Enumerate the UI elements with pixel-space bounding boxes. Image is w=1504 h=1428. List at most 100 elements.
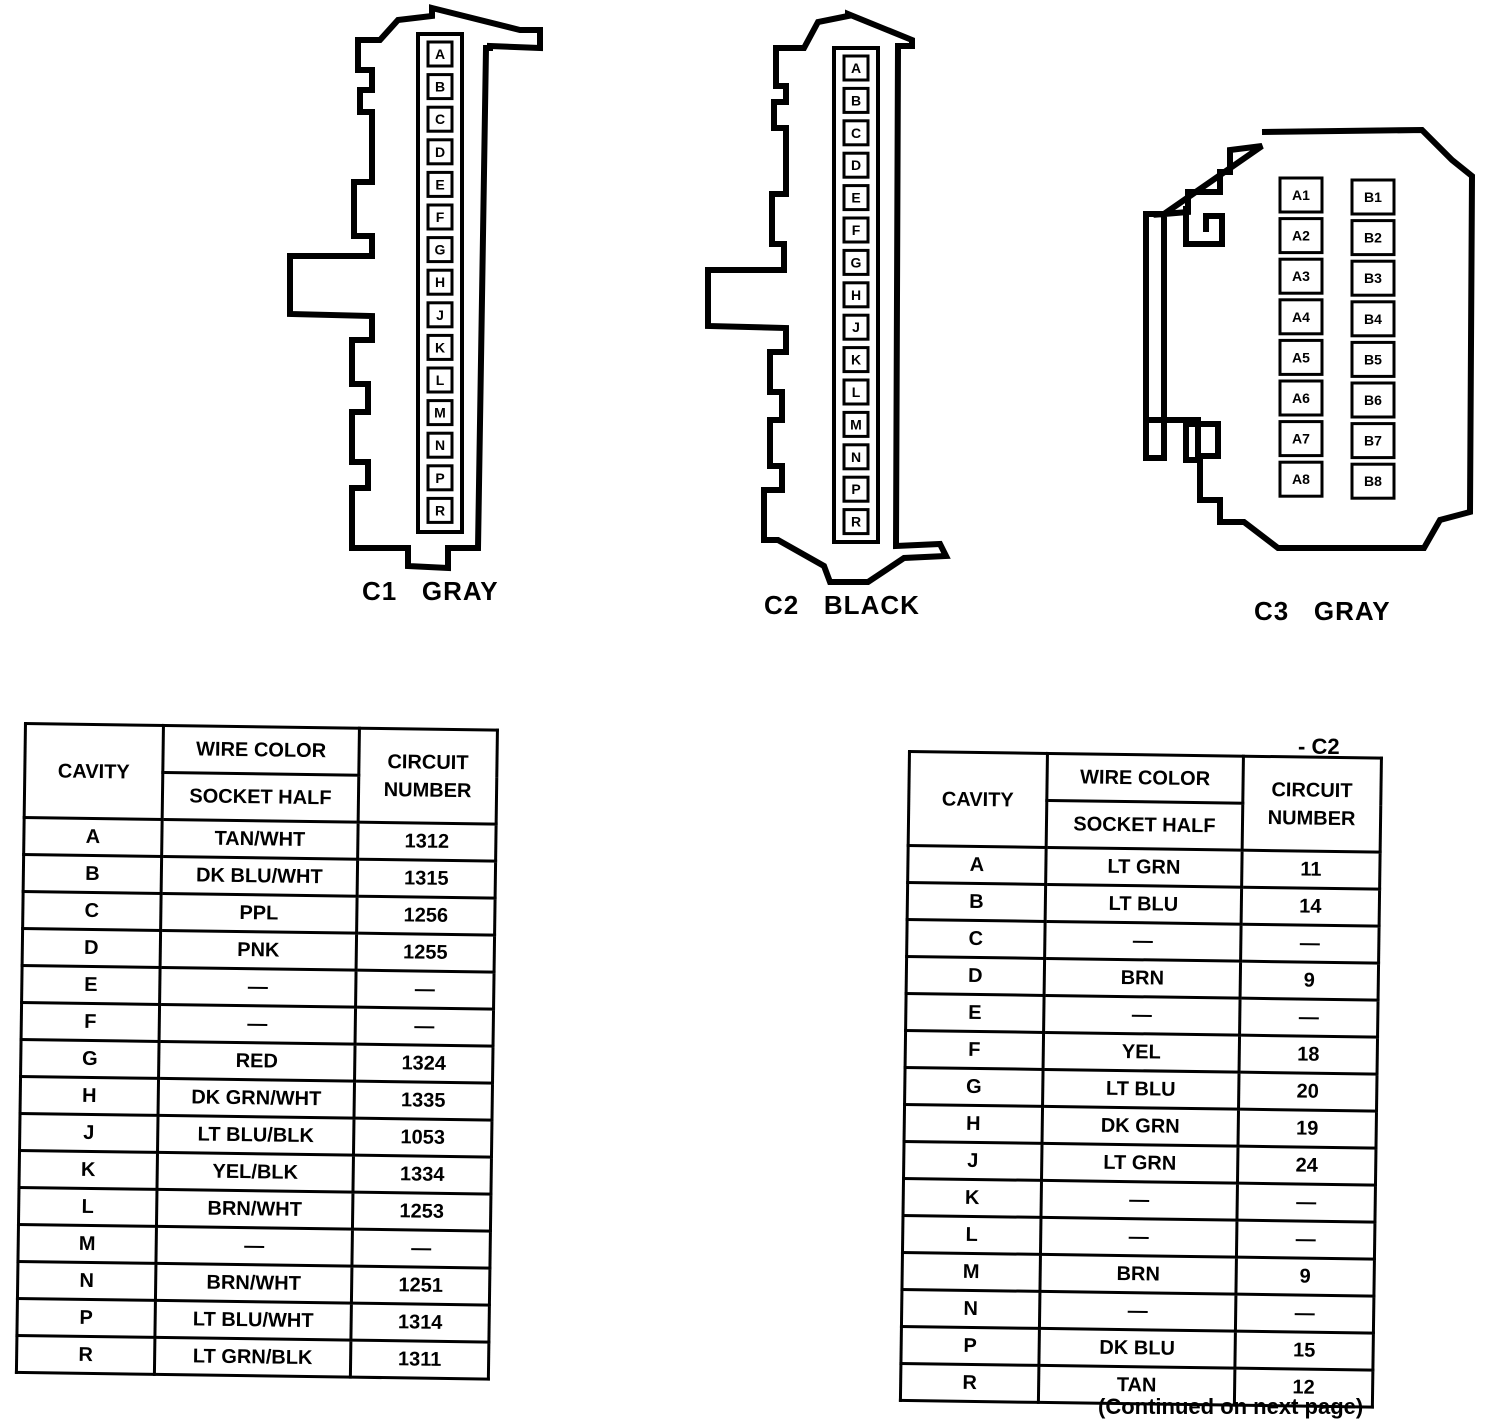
pin-cavity-box: [426, 431, 454, 459]
wire-color-cell: BRN/WHT: [156, 1189, 353, 1230]
circuit-number-cell: 15: [1234, 1331, 1374, 1371]
wire-color-cell: —: [1044, 921, 1242, 962]
pin-cavity-box: [426, 333, 454, 361]
circuit-number-cell: 1255: [356, 933, 495, 973]
wire-color-cell: BRN: [1039, 1254, 1237, 1295]
circuit-number-cell: 1053: [353, 1118, 492, 1158]
wire-color-cell: LT BLU: [1045, 884, 1242, 925]
pin-cavity-box: [1278, 257, 1324, 295]
pin-label: B6: [1364, 392, 1382, 408]
pin-cavity-box: [1350, 300, 1396, 338]
header-number: NUMBER: [383, 778, 472, 802]
header-socket-half: SOCKET HALF: [1046, 800, 1243, 851]
circuit-number-cell: —: [1235, 1294, 1374, 1334]
circuit-number-cell: —: [1236, 1220, 1375, 1260]
wire-color-cell: TAN/WHT: [161, 819, 359, 860]
pin-cavity-box: [1278, 338, 1324, 376]
circuit-number-cell: —: [1240, 924, 1380, 964]
pin-label: A2: [1292, 228, 1310, 244]
cavity-cell: D: [906, 956, 1045, 996]
wire-color-cell: LT BLU/BLK: [157, 1115, 355, 1156]
cavity-cell: G: [904, 1067, 1044, 1107]
cavity-cell: N: [17, 1261, 156, 1301]
circuit-number-cell: 20: [1238, 1072, 1378, 1112]
cavity-cell: G: [20, 1039, 160, 1079]
pin-label: D: [851, 157, 861, 173]
circuit-number-cell: 24: [1237, 1146, 1376, 1186]
wire-color-cell: LT GRN: [1041, 1143, 1239, 1184]
circuit-number-cell: 19: [1238, 1109, 1377, 1149]
pin-cavity-box: [842, 119, 870, 147]
cavity-cell: C: [906, 919, 1046, 959]
cavity-cell: H: [20, 1076, 159, 1116]
circuit-number-cell: 18: [1239, 1035, 1378, 1075]
circuit-number-cell: 11: [1241, 850, 1381, 890]
circuit-number-cell: 1256: [356, 896, 496, 936]
pin-label: N: [435, 437, 445, 453]
wire-color-cell: BRN/WHT: [155, 1263, 352, 1304]
cavity-cell: L: [902, 1215, 1041, 1255]
wire-color-cell: RED: [158, 1041, 356, 1082]
pin-label: F: [852, 222, 861, 238]
pin-cavity-box: [1278, 379, 1324, 417]
pin-cavity-box: [842, 216, 870, 244]
cavity-cell: A: [23, 817, 163, 857]
pin-label: C: [851, 125, 861, 141]
cavity-cell: H: [904, 1104, 1043, 1144]
header-wire-color: WIRE COLOR: [162, 725, 360, 776]
wire-color-cell: DK BLU: [1038, 1328, 1236, 1369]
pin-label: A7: [1292, 431, 1310, 447]
wire-color-cell: —: [159, 1004, 356, 1045]
cavity-cell: M: [901, 1252, 1041, 1292]
connector-c2-label: C2 BLACK: [764, 590, 920, 620]
cavity-cell: L: [18, 1187, 157, 1227]
pin-cavity-box: [426, 138, 454, 166]
pin-label: B5: [1364, 351, 1382, 367]
pin-cavity-box: [1278, 420, 1324, 458]
pin-cavity-box: [1350, 340, 1396, 378]
cavity-cell: F: [905, 1030, 1044, 1070]
connector-c1-outline: [287, 4, 543, 572]
cavity-cell: R: [16, 1335, 155, 1375]
connector-c2-outline: [705, 9, 951, 585]
cavity-cell: M: [17, 1224, 157, 1264]
cavity-cell: K: [19, 1150, 158, 1190]
pin-label: R: [435, 502, 445, 518]
pin-label: J: [436, 307, 444, 323]
pin-cavity-box: [426, 399, 454, 427]
pin-cavity-box: [426, 170, 454, 198]
header-circuit-number: CIRCUIT NUMBER: [358, 728, 498, 825]
pin-label: B8: [1364, 473, 1382, 489]
pin-label: A: [851, 60, 861, 76]
wire-color-cell: DK GRN: [1042, 1106, 1239, 1147]
pin-label: A1: [1292, 187, 1310, 203]
pin-cavity-box: [426, 268, 454, 296]
pin-label: J: [852, 319, 860, 335]
pin-cavity-box: [842, 313, 870, 341]
right-table: CAVITY WIRE COLOR CIRCUIT NUMBER SOCKET …: [899, 750, 1383, 1409]
left-pinout-table: CAVITY WIRE COLOR CIRCUIT NUMBER SOCKET …: [15, 722, 499, 1381]
pin-cavity-box: [1350, 381, 1396, 419]
wire-color-cell: LT BLU/WHT: [154, 1300, 352, 1341]
wire-color-cell: YEL: [1043, 1032, 1240, 1073]
cavity-cell: E: [21, 965, 161, 1005]
circuit-number-cell: —: [351, 1229, 491, 1269]
pin-cavity-box: [842, 184, 870, 212]
pin-label: D: [435, 144, 445, 160]
pin-label: H: [435, 274, 445, 290]
pin-cavity-box: [1278, 217, 1324, 255]
pin-cavity-box: [842, 151, 870, 179]
circuit-number-cell: 1315: [357, 859, 496, 899]
wire-color-cell: PPL: [160, 893, 358, 934]
pin-cavity-box: [1278, 298, 1324, 336]
cavity-cell: R: [900, 1363, 1039, 1403]
pin-label: A3: [1292, 268, 1310, 284]
pin-cavity-box: [426, 496, 454, 524]
cavity-cell: J: [903, 1141, 1043, 1181]
pin-cavity-box: [842, 54, 870, 82]
circuit-number-cell: 1251: [351, 1266, 490, 1306]
right-pinout-table: CAVITY WIRE COLOR CIRCUIT NUMBER SOCKET …: [899, 750, 1383, 1409]
